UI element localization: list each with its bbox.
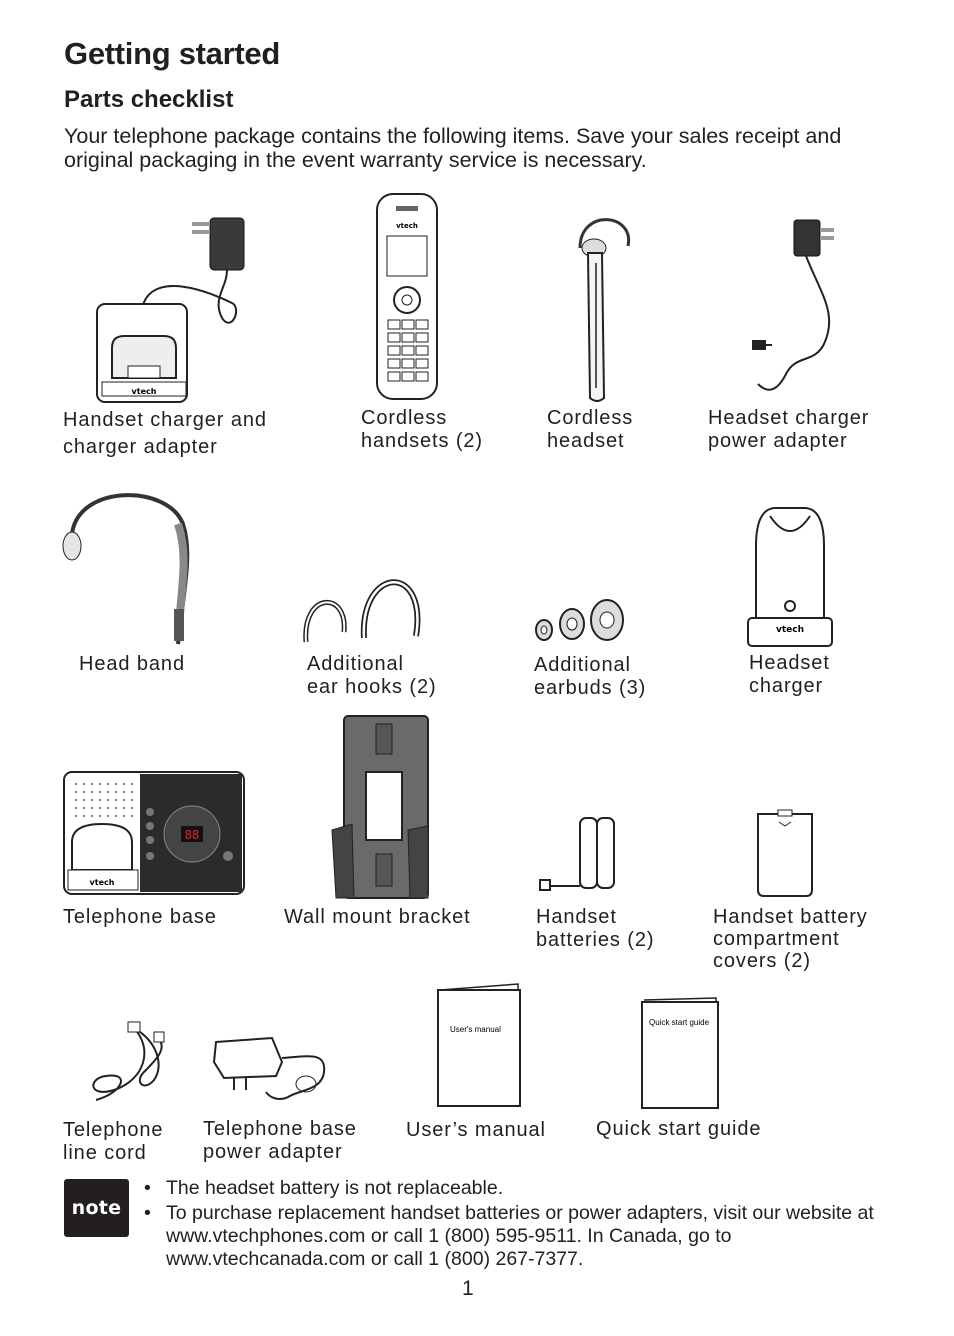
item-label: Cordless headset — [547, 407, 634, 452]
section-heading: Parts checklist — [64, 86, 234, 113]
ear-hooks-icon — [303, 579, 421, 643]
note-badge: note — [64, 1179, 129, 1237]
item-label: Cordless handsets (2) — [361, 407, 483, 452]
page-number: 1 — [462, 1277, 474, 1300]
manual-cover-text: User's manual — [450, 1025, 501, 1034]
item-label: Headset charger power adapter — [708, 407, 870, 452]
cordless-handset-icon: vtech — [376, 193, 438, 400]
manual-icon: User's manual — [437, 983, 521, 1107]
quick-guide-icon: Quick start guide — [641, 997, 719, 1109]
head-band-icon — [62, 493, 190, 645]
note-bullet: To purchase replacement handset batterie… — [144, 1202, 904, 1271]
item-label: Quick start guide — [596, 1118, 762, 1140]
base-brand-text: vtech — [90, 878, 115, 887]
item-label: Additional earbuds (3) — [534, 654, 647, 699]
handset-brand-text: vtech — [396, 222, 418, 230]
telephone-base-icon: vtech 88 — [63, 771, 245, 895]
headset-charger-icon: vtech — [747, 507, 833, 647]
note-bullet: The headset battery is not replaceable. — [144, 1177, 904, 1200]
item-label: Additional ear hooks (2) — [307, 653, 437, 698]
base-adapter-icon — [212, 1036, 326, 1100]
item-label: Telephone base power adapter — [203, 1118, 357, 1163]
item-label: Handset battery compartment covers (2) — [713, 906, 868, 972]
item-label: Headset charger — [749, 652, 830, 697]
earbuds-icon — [535, 599, 624, 641]
page-title: Getting started — [64, 36, 280, 71]
handset-charger-icon: vtech — [96, 217, 245, 403]
item-label: User’s manual — [406, 1119, 546, 1141]
cordless-headset-icon — [578, 218, 631, 402]
headset-charger-brand-text: vtech — [776, 625, 804, 635]
note-list: The headset battery is not replaceable. … — [144, 1177, 904, 1273]
battery-cover-icon — [757, 809, 813, 897]
item-label: Handset charger and charger adapter — [63, 409, 267, 458]
battery-icon — [539, 817, 615, 891]
power-adapter-icon — [752, 219, 834, 391]
item-label: Handset batteries (2) — [536, 906, 655, 951]
charger-brand-text: vtech — [132, 387, 157, 396]
item-label: Wall mount bracket — [284, 906, 471, 928]
item-label: Head band — [79, 653, 185, 675]
svg-text:88: 88 — [185, 828, 199, 842]
item-label: Telephone line cord — [63, 1119, 164, 1164]
intro-paragraph: Your telephone package contains the foll… — [64, 124, 842, 172]
line-cord-icon — [92, 1021, 165, 1101]
quick-guide-cover-text: Quick start guide — [649, 1018, 710, 1027]
wall-mount-bracket-icon — [331, 715, 429, 899]
item-label: Telephone base — [63, 906, 217, 928]
